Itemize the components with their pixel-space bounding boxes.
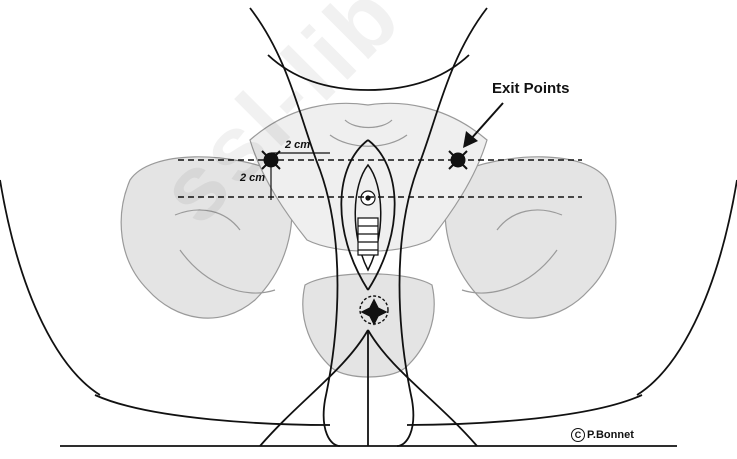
vulva-detail bbox=[358, 191, 378, 255]
arrow-shaft bbox=[470, 103, 503, 140]
horizontal-distance-label: 2 cm bbox=[285, 139, 310, 151]
right-outer-thigh-line bbox=[637, 180, 737, 395]
right-iliac-wing bbox=[445, 157, 616, 318]
vertical-distance-label: 2 cm bbox=[240, 172, 265, 184]
left-outer-thigh-line bbox=[0, 180, 100, 395]
copyright-icon: C bbox=[571, 428, 585, 442]
exit-points-label: Exit Points bbox=[492, 80, 570, 97]
exit-point-right bbox=[449, 151, 467, 169]
author-name: P.Bonnet bbox=[587, 429, 634, 441]
author-credit: C P.Bonnet bbox=[571, 428, 634, 442]
